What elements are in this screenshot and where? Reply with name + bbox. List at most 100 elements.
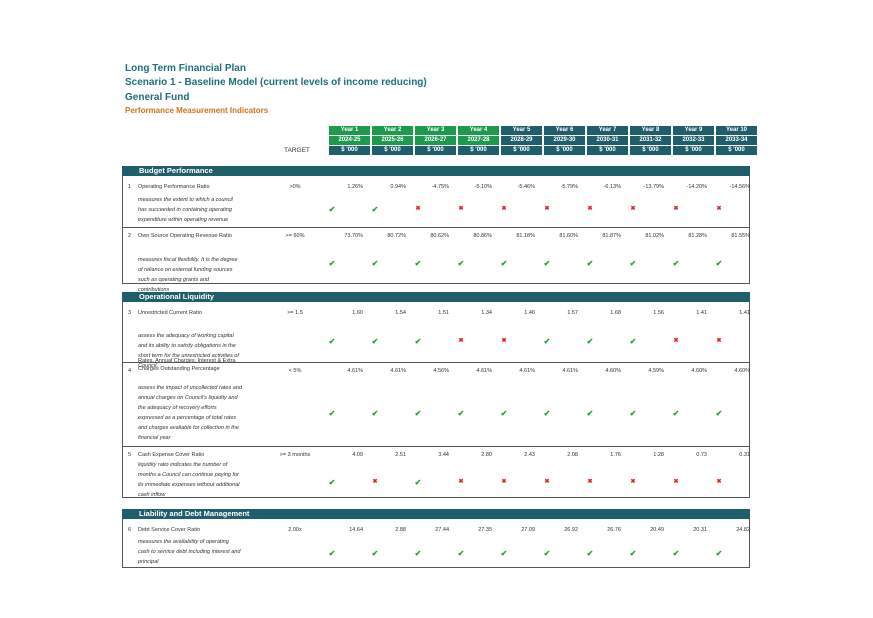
cross-icon: ✖	[501, 338, 507, 344]
value-cell: -5.10%	[474, 184, 492, 190]
indicator-name: Unrestricted Current Ratio	[138, 310, 202, 316]
value-cell: 2.88	[395, 527, 406, 533]
value-cell: -14.56%	[729, 184, 751, 190]
indicator-description: of reliance on external funding sources	[138, 267, 233, 273]
cross-icon: ✖	[587, 206, 593, 212]
section-header-liability-debt: Liability and Debt Management	[122, 509, 750, 519]
value-cell: 0.73	[696, 452, 707, 458]
row-divider	[122, 227, 750, 228]
check-icon: ✔	[371, 337, 379, 346]
value-cell: 1.76	[610, 452, 621, 458]
row-divider	[122, 362, 750, 363]
indicator-description: liquidity ratio indicates the number of	[138, 462, 228, 468]
check-icon: ✔	[328, 337, 336, 346]
cross-icon: ✖	[372, 479, 378, 485]
year-label: Year 7	[587, 126, 628, 135]
check-icon: ✔	[371, 205, 379, 214]
year-label: Year 10	[716, 126, 757, 135]
value-cell: 2.51	[395, 452, 406, 458]
unit-label: $ '000	[372, 146, 413, 155]
value-cell: 0.31	[739, 452, 750, 458]
check-icon: ✔	[543, 549, 551, 558]
value-cell: 81.28%	[688, 233, 707, 239]
year-label: Year 2	[372, 126, 413, 135]
check-icon: ✔	[672, 549, 680, 558]
value-cell: 4.61%	[562, 368, 578, 374]
period-label: 2031-32	[630, 136, 671, 145]
indicator-number: 4	[128, 368, 132, 374]
cross-icon: ✖	[716, 479, 722, 485]
period-label: 2026-27	[415, 136, 456, 145]
value-cell: 3.44	[438, 452, 449, 458]
value-cell: 27.44	[435, 527, 449, 533]
indicator-description: and its ability to satisfy obligations i…	[138, 343, 236, 349]
value-cell: 4.61%	[476, 368, 492, 374]
check-icon: ✔	[371, 549, 379, 558]
year-label: Year 5	[501, 126, 542, 135]
indicator-name: Charges Outstanding Percentage	[138, 366, 220, 372]
value-cell: -5.79%	[560, 184, 578, 190]
value-cell: 1.68	[610, 310, 621, 316]
indicator-description: expressed as a percentage of total rates	[138, 415, 237, 421]
check-icon: ✔	[414, 478, 422, 487]
year-label: Year 9	[673, 126, 714, 135]
check-icon: ✔	[414, 409, 422, 418]
value-cell: 1.54	[395, 310, 406, 316]
value-cell: 4.59%	[648, 368, 664, 374]
value-cell: -13.79%	[643, 184, 665, 190]
scenario-title: Scenario 1 - Baseline Model (current lev…	[125, 77, 427, 88]
check-icon: ✔	[328, 205, 336, 214]
check-icon: ✔	[672, 259, 680, 268]
cross-icon: ✖	[501, 206, 507, 212]
indicator-description: principal	[138, 559, 159, 565]
value-cell: 4.61%	[347, 368, 363, 374]
indicator-target: >= 60%	[285, 233, 305, 239]
indicator-description: measures the availability of operating	[138, 539, 229, 545]
indicator-description: measures the extent to which a council	[138, 197, 233, 203]
year-label: Year 6	[544, 126, 585, 135]
period-label: 2033-34	[716, 136, 757, 145]
value-cell: 2.08	[567, 452, 578, 458]
check-icon: ✔	[371, 409, 379, 418]
indicator-target: >0%	[289, 184, 301, 190]
value-cell: 1.56	[653, 310, 664, 316]
indicator-description: has succeeded in containing operating	[138, 207, 232, 213]
value-cell: 1.41	[739, 310, 750, 316]
value-cell: 20.31	[693, 527, 707, 533]
indicator-description: the adequacy of recovery efforts	[138, 405, 217, 411]
period-label: 2027-28	[458, 136, 499, 145]
indicator-description: and charges available for collection in …	[138, 425, 239, 431]
check-icon: ✔	[715, 409, 723, 418]
indicator-description: financial year	[138, 435, 171, 441]
check-icon: ✔	[715, 259, 723, 268]
value-cell: 4.56%	[433, 368, 449, 374]
indicator-target: >= 1.5	[287, 310, 303, 316]
unit-label: $ '000	[458, 146, 499, 155]
indicator-number: 2	[128, 233, 132, 239]
value-cell: 1.26%	[347, 184, 363, 190]
indicator-description: contributions	[138, 287, 170, 293]
check-icon: ✔	[328, 478, 336, 487]
value-cell: 81.55%	[731, 233, 750, 239]
value-cell: 4.60%	[605, 368, 621, 374]
indicator-description: measures fiscal flexibility. It is the d…	[138, 257, 238, 263]
indicator-name: Rates, Annual Charges, Interest & Extra	[138, 358, 236, 364]
value-cell: 80.62%	[430, 233, 449, 239]
value-cell: 20.49	[650, 527, 664, 533]
period-label: 2029-30	[544, 136, 585, 145]
value-cell: 4.09	[352, 452, 363, 458]
indicator-description: Council.	[138, 363, 158, 369]
check-icon: ✔	[543, 409, 551, 418]
value-cell: 73.70%	[344, 233, 363, 239]
indicator-number: 6	[128, 527, 132, 533]
value-cell: 4.60%	[734, 368, 750, 374]
value-cell: 80.72%	[387, 233, 406, 239]
unit-label: $ '000	[630, 146, 671, 155]
check-icon: ✔	[500, 259, 508, 268]
value-cell: 81.60%	[559, 233, 578, 239]
